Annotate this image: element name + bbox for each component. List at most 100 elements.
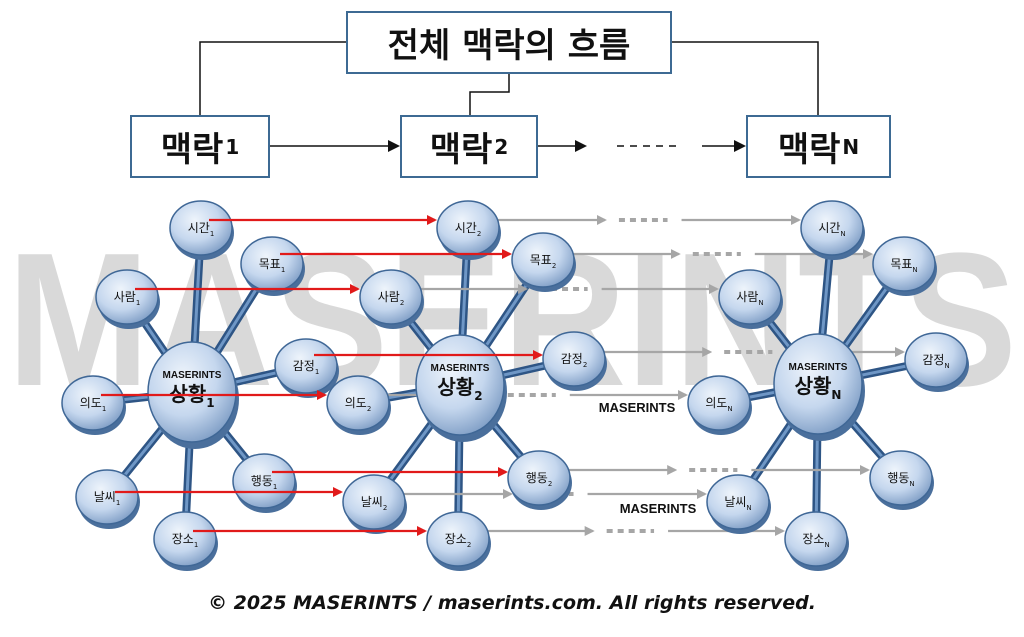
node-place: 장소2 (426, 511, 491, 571)
node-disc (706, 474, 770, 530)
node-label-weather: 날씨2 (361, 495, 388, 512)
node-weather: 날씨2 (342, 474, 407, 534)
copyright-footer: © 2025 MASERINTS / maserints.com. All ri… (208, 592, 816, 614)
node-disc (718, 269, 782, 325)
context-subscript: 2 (494, 134, 509, 159)
overall-context-flow-box: 전체 맥락의 흐름 (346, 11, 672, 74)
connector-flow-to-ctxN (672, 41, 819, 115)
context-subscript: 1 (225, 134, 240, 159)
node-label-person: 사람N (736, 290, 763, 307)
node-label-intent: 의도2 (345, 396, 372, 413)
node-emotion: 감정1 (274, 338, 339, 398)
node-emotion: 감정N (904, 332, 969, 392)
node-disc (511, 232, 575, 288)
node-label-emotion: 감정2 (561, 352, 588, 369)
node-label-action: 행동2 (526, 470, 553, 488)
node-action: 행동2 (507, 450, 572, 510)
context-subscript: N (842, 134, 860, 159)
node-label-emotion: 감정1 (293, 359, 320, 376)
connector-flow-to-ctx2 (469, 74, 510, 115)
situation-brand: MASERINTS (163, 370, 222, 381)
node-label-place: 장소1 (172, 532, 199, 549)
situation-disc (773, 333, 863, 435)
node-disc (359, 269, 423, 325)
node-goal: 목표2 (511, 232, 576, 292)
node-disc (274, 338, 338, 394)
node-disc (869, 450, 933, 506)
node-disc (169, 200, 233, 256)
node-disc (153, 511, 217, 567)
situation-disc (147, 341, 237, 443)
node-emotion: 감정2 (542, 331, 607, 391)
red-arrow-layer (101, 215, 543, 536)
node-disc (904, 332, 968, 388)
node-disc (61, 375, 125, 431)
situation-label: 상황2 (437, 375, 482, 403)
node-label-action: 행동1 (251, 473, 278, 491)
node-disc (800, 200, 864, 256)
node-goal: 목표1 (240, 236, 305, 296)
context-label: 맥락 (777, 130, 841, 170)
node-disc (872, 236, 936, 292)
node-disc (75, 469, 139, 525)
connector-flow-to-ctx1 (199, 41, 346, 115)
overall-context-flow-title: 전체 맥락의 흐름 (387, 26, 631, 66)
node-action: 행동1 (232, 453, 297, 513)
node-place: 장소1 (153, 511, 218, 571)
node-disc (240, 236, 304, 292)
node-disc (232, 453, 296, 509)
node-time: 시간N (800, 200, 865, 260)
situation-brand: MASERINTS (431, 363, 490, 374)
situation-disc (415, 334, 505, 436)
node-label-place: 장소N (802, 532, 829, 549)
node-label-time: 시간N (818, 221, 845, 238)
node-person: 사람2 (359, 269, 424, 329)
node-goal: 목표N (872, 236, 937, 296)
node-label-intent: 의도N (705, 396, 732, 413)
situation-label: 상황N (795, 374, 842, 402)
node-label-goal: 목표2 (530, 253, 557, 270)
node-disc (784, 511, 848, 567)
node-weather: 날씨N (706, 474, 771, 534)
situation-brand: MASERINTS (789, 362, 848, 373)
node-label-person: 사람1 (114, 290, 141, 307)
node-label-intent: 의도1 (80, 396, 107, 413)
inline-brand-label-2: MASERINTS (620, 501, 697, 516)
node-disc (342, 474, 406, 530)
node-disc (542, 331, 606, 387)
node-disc (426, 511, 490, 567)
inline-brand-label-1: MASERINTS (599, 400, 676, 415)
node-label-goal: 목표1 (259, 257, 286, 274)
node-person: 사람N (718, 269, 783, 329)
node-label-weather: 날씨N (724, 495, 751, 512)
node-weather: 날씨1 (75, 469, 140, 529)
node-label-time: 시간1 (188, 221, 215, 238)
node-label-action: 행동N (887, 470, 914, 488)
node-label-weather: 날씨1 (94, 490, 121, 507)
node-label-goal: 목표N (890, 257, 917, 274)
node-intent: 의도2 (326, 375, 391, 435)
node-label-time: 시간2 (455, 221, 482, 238)
context-label: 맥락 (429, 130, 493, 170)
top-connectors (199, 41, 819, 152)
context-label: 맥락 (160, 130, 224, 170)
node-disc (95, 269, 159, 325)
node-disc (687, 375, 751, 431)
node-action: 행동N (869, 450, 934, 510)
node-label-person: 사람2 (378, 290, 405, 307)
node-label-emotion: 감정N (922, 353, 949, 370)
node-disc (507, 450, 571, 506)
node-disc (326, 375, 390, 431)
node-intent: 의도N (687, 375, 752, 435)
node-place: 장소N (784, 511, 849, 571)
node-label-place: 장소2 (445, 532, 472, 549)
node-intent: 의도1 (61, 375, 126, 435)
